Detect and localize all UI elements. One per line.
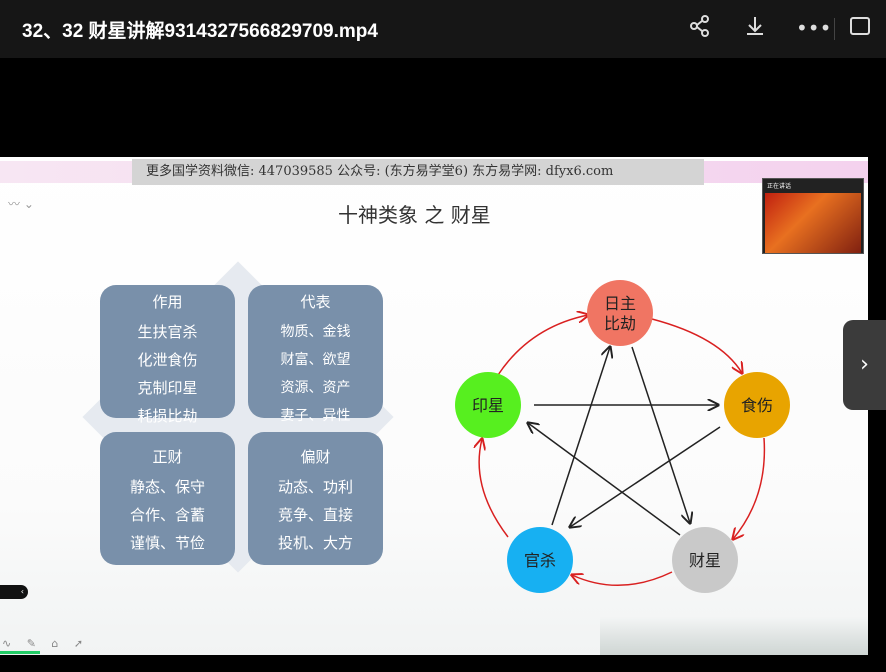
box-direct-wealth: 正财 静态、保守 合作、含蓄 谨慎、节俭 [100,432,235,565]
box-line: 耗损比劫 [137,407,198,425]
cycle-arrow [733,437,766,539]
slide-title: 十神类象 之 财星 [338,203,491,227]
box-heading: 代表 [300,293,331,311]
node-circle [507,527,573,593]
video-frame[interactable]: 更多国学资料微信: 447039585 公众号: (东方易学堂6) 东方易学网:… [0,157,868,655]
control-arrow [551,347,610,526]
node-circle [587,280,653,346]
title-bar: 32、32 财星讲解9314327566829709.mp4 ••• [0,0,886,58]
node-circle [455,372,521,438]
progress-bar[interactable] [0,651,40,654]
annotation-tools[interactable]: ∿ ✎ ⌂ ➚ [2,637,90,650]
box-line: 妻子、异性 [280,408,351,424]
box-line: 静态、保守 [129,478,205,496]
node-label: 官杀 [524,551,556,570]
box-line: 克制印星 [137,379,198,397]
picture-in-picture-icon[interactable] [846,14,874,42]
webcam-overlay[interactable]: 正在讲话 [762,178,864,254]
box-represents: 代表 物质、金钱 财富、欲望 资源、资产 妻子、异性 [248,285,383,424]
box-line: 财富、欲望 [280,352,351,368]
box-line: 物质、金钱 [280,324,351,340]
divider [834,18,835,40]
birds-decoration: 〰 ⌄ [8,197,34,211]
share-icon[interactable] [686,14,714,42]
control-arrow [528,423,681,536]
more-icon[interactable]: ••• [796,16,832,40]
box-line: 生扶官杀 [137,323,198,341]
video-title: 32、32 财星讲解9314327566829709.mp4 [22,21,378,42]
webcam-caption: 正在讲话 [767,183,792,190]
box-line: 化泄食伤 [137,351,198,369]
cycle-arrow [479,439,509,538]
node-label: 财星 [689,551,721,570]
box-line: 竞争、直接 [277,506,353,524]
cycle-arrow [651,318,742,373]
watermark-banner: 更多国学资料微信: 447039585 公众号: (东方易学堂6) 东方易学网:… [132,159,704,185]
next-button[interactable]: › [843,320,886,410]
node-label: 食伤 [741,396,773,415]
box-line: 投机、大方 [277,534,353,552]
node-circle [724,372,790,438]
webcam-video [765,193,861,253]
box-line: 动态、功利 [277,478,353,496]
box-function: 作用 生扶官杀 化泄食伤 克制印星 耗损比劫 [100,285,235,425]
box-heading: 正财 [152,448,183,466]
cycle-arrow [572,571,673,587]
toolbar-collapse-button[interactable]: ‹ [0,585,28,599]
download-icon[interactable] [741,14,769,42]
box-line: 合作、含蓄 [129,506,205,524]
box-indirect-wealth: 偏财 动态、功利 竞争、直接 投机、大方 [248,432,383,565]
node-label: 印星 [472,396,504,415]
cycle-arrows [479,315,766,587]
cycle-arrow [497,315,588,376]
landscape-decoration [600,617,868,655]
node-label: 日主 [604,294,636,313]
node-label: 比劫 [604,314,636,333]
box-line: 资源、资产 [280,380,351,396]
node-circle [672,527,738,593]
control-arrows [528,346,721,536]
box-heading: 作用 [152,293,183,311]
box-heading: 偏财 [300,448,331,466]
control-arrow [631,346,690,523]
control-arrow [570,426,721,527]
box-line: 谨慎、节俭 [129,534,205,552]
